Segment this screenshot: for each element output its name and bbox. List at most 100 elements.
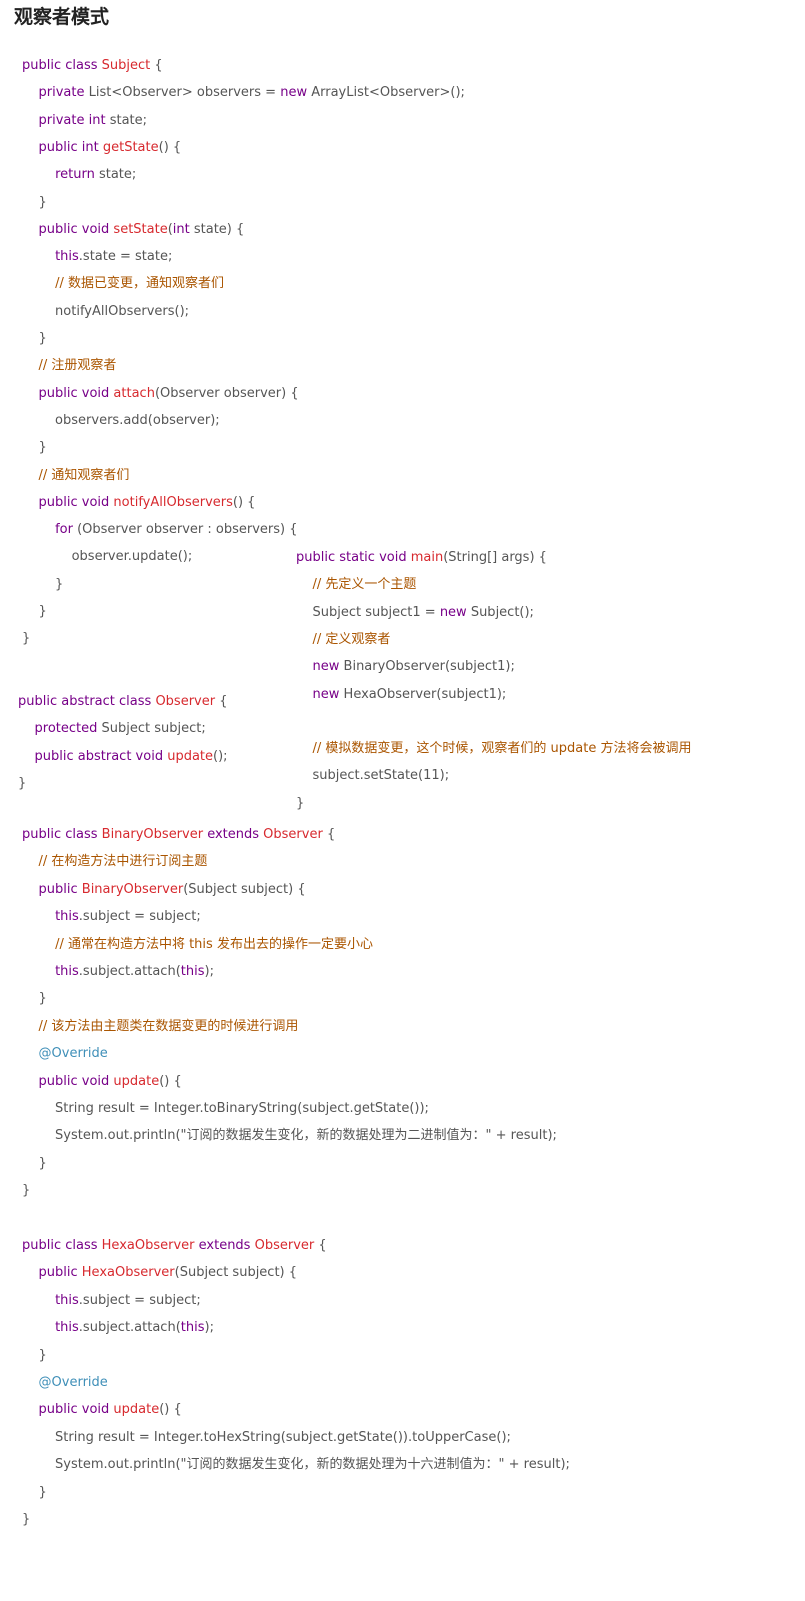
code-token	[22, 249, 55, 264]
code-line: // 通知观察者们	[22, 466, 130, 486]
code-token	[22, 964, 55, 979]
code-token: // 定义观察者	[312, 631, 391, 647]
code-line: public void notifyAllObservers() {	[22, 493, 256, 513]
code-line: public abstract class Observer {	[18, 692, 227, 712]
code-line: private int state;	[22, 111, 148, 131]
code-token	[22, 1375, 39, 1390]
code-token: }	[296, 795, 305, 811]
code-token: @Override	[38, 1046, 108, 1062]
code-token: notifyAllObservers();	[22, 303, 190, 319]
code-token: // 通常在构造方法中将 this 发布出去的操作一定要小心	[55, 936, 373, 952]
code-token: BinaryObserver	[101, 827, 204, 842]
code-token: main	[410, 550, 444, 565]
code-line: // 注册观察者	[22, 356, 117, 376]
code-token: (Subject subject) {	[183, 881, 306, 897]
code-token	[22, 522, 55, 537]
code-token: }	[22, 991, 47, 1007]
code-token: }	[22, 440, 47, 456]
code-token: new	[312, 659, 340, 675]
code-token	[22, 113, 39, 128]
code-token: );	[204, 1320, 214, 1336]
code-token: getState	[102, 139, 159, 155]
code-token: // 注册观察者	[38, 358, 117, 374]
code-token: return	[55, 167, 95, 183]
code-token: }	[22, 1347, 47, 1363]
code-token: .subject = subject;	[78, 909, 201, 925]
code-line: public HexaObserver(Subject subject) {	[22, 1263, 298, 1283]
code-token: public class	[22, 827, 102, 842]
code-token	[22, 468, 39, 483]
code-line: observers.add(observer);	[22, 411, 220, 431]
code-token	[22, 386, 39, 401]
code-line: }	[22, 1346, 47, 1366]
code-token: );	[204, 964, 214, 979]
code-token	[22, 937, 55, 952]
code-token: () {	[159, 1073, 182, 1089]
code-token	[22, 1046, 39, 1061]
code-token: // 在构造方法中进行订阅主题	[38, 854, 208, 870]
code-token: // 数据已变更，通知观察者们	[55, 276, 224, 292]
code-token: .subject.attach(	[78, 1320, 181, 1336]
code-line: public void update() {	[22, 1400, 182, 1420]
code-token	[22, 85, 39, 100]
code-token: attach	[113, 385, 155, 401]
code-token: public void	[38, 1073, 114, 1089]
code-token: extends	[203, 827, 264, 842]
code-line: // 在构造方法中进行订阅主题	[22, 852, 208, 872]
code-token	[22, 358, 39, 373]
code-token: BinaryObserver(subject1);	[339, 659, 515, 675]
code-line: // 通常在构造方法中将 this 发布出去的操作一定要小心	[22, 935, 373, 955]
code-line: }	[296, 794, 304, 814]
code-token: subject.setState(11);	[296, 768, 450, 784]
code-token: state;	[94, 167, 137, 183]
code-token	[296, 632, 313, 647]
code-line: }	[22, 329, 47, 349]
page-title: 观察者模式	[14, 6, 110, 28]
code-token: (Subject subject) {	[174, 1265, 298, 1281]
code-line: }	[18, 774, 26, 794]
code-token: }	[22, 194, 47, 210]
code-token: public class	[22, 1238, 102, 1253]
code-token	[22, 222, 39, 237]
code-token: // 先定义一个主题	[312, 577, 417, 593]
code-line: observer.update();	[22, 547, 193, 567]
code-token: }	[22, 1183, 31, 1199]
code-token: public	[38, 1265, 82, 1281]
code-token: for	[55, 522, 73, 538]
code-token	[296, 741, 313, 756]
code-token: {	[314, 1238, 327, 1253]
code-line: }	[22, 1510, 30, 1530]
code-token: Observer	[155, 694, 216, 709]
code-token: this	[180, 964, 205, 979]
code-token: }	[22, 1484, 47, 1500]
code-token: public abstract class	[18, 694, 156, 709]
code-line: new HexaObserver(subject1);	[296, 685, 507, 705]
code-line: public class Subject {	[22, 56, 163, 76]
code-line: for (Observer observer : observers) {	[22, 520, 297, 540]
code-token	[22, 140, 39, 155]
code-line: public BinaryObserver(Subject subject) {	[22, 880, 306, 900]
code-token: System.out.println("订阅的数据发生变化，新的数据处理为二进制…	[22, 1128, 557, 1144]
code-token: String result = Integer.toBinaryString(s…	[22, 1101, 429, 1116]
code-line: String result = Integer.toHexString(subj…	[22, 1428, 511, 1448]
code-token	[22, 167, 55, 182]
code-line: private List<Observer> observers = new A…	[22, 83, 465, 103]
code-token: public class	[22, 58, 102, 73]
code-token: () {	[232, 494, 256, 510]
code-line: @Override	[22, 1044, 108, 1064]
code-token: public abstract void	[34, 748, 168, 764]
code-token	[22, 1293, 55, 1308]
code-line: @Override	[22, 1373, 108, 1393]
code-line: Subject subject1 = new Subject();	[296, 603, 534, 623]
code-token	[18, 721, 35, 736]
code-line: }	[22, 193, 47, 213]
code-token: .subject.attach(	[78, 964, 181, 979]
code-line: this.state = state;	[22, 247, 172, 267]
code-token: ArrayList<Observer>();	[307, 85, 465, 101]
code-token: {	[322, 827, 336, 842]
code-line: // 模拟数据变更，这个时候，观察者们的 update 方法将会被调用	[296, 739, 692, 759]
code-token: {	[215, 694, 228, 709]
code-token: this	[55, 964, 79, 979]
code-token: notifyAllObservers	[113, 494, 233, 510]
code-token: (String[] args) {	[443, 550, 547, 565]
